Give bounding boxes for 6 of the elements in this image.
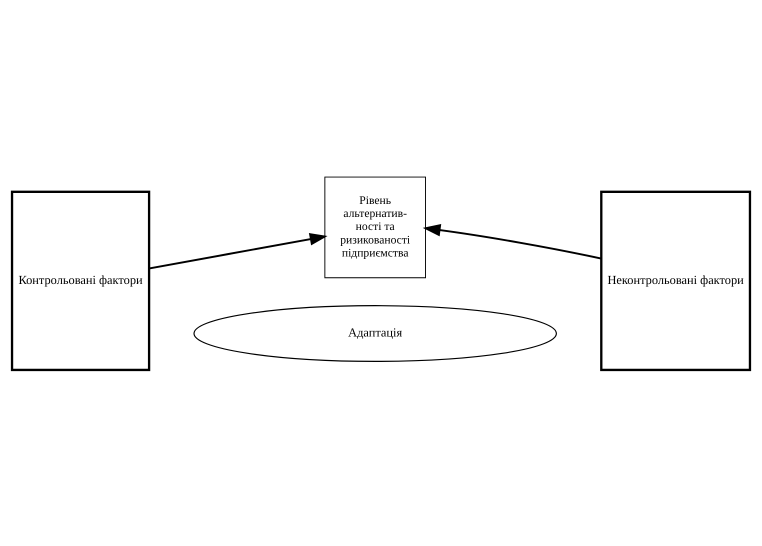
node-box: Неконтрольовані фактори [600, 190, 752, 371]
arrow [422, 223, 602, 259]
node-ellipse: Адаптація [193, 304, 557, 362]
node-box: Контрольовані фактори [10, 190, 150, 371]
arrow [149, 232, 328, 269]
node-box: Рівень альтернатив- ності та ризикованості підприємства [324, 176, 426, 278]
